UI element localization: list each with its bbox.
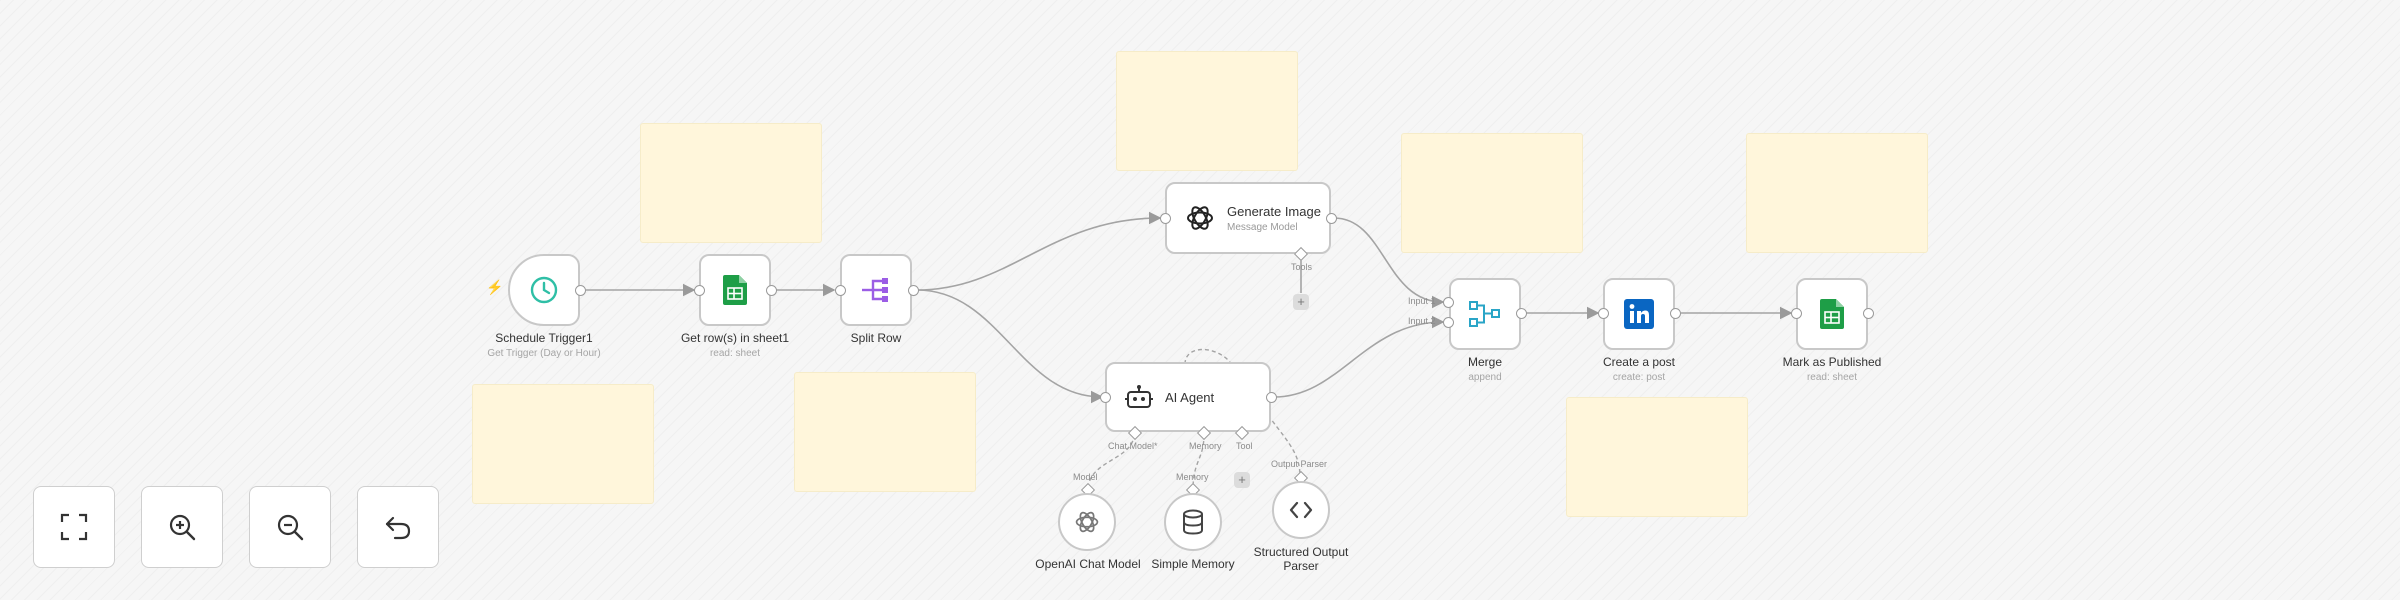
node-simple-memory[interactable]: [1164, 493, 1222, 551]
node-openai-chat-model[interactable]: [1058, 493, 1116, 551]
node-generate-image[interactable]: Generate Image Message Model: [1165, 182, 1331, 254]
node-create-post[interactable]: [1603, 278, 1675, 350]
zoom-in-button[interactable]: [141, 486, 223, 568]
node-label: Mark as Published read: sheet: [1782, 355, 1882, 383]
output-port[interactable]: [575, 285, 586, 296]
fullscreen-icon: [60, 513, 88, 541]
sticky-note[interactable]: [1746, 133, 1928, 253]
node-label: Schedule Trigger1 Get Trigger (Day or Ho…: [487, 331, 601, 359]
database-icon: [1183, 509, 1203, 535]
node-schedule-trigger[interactable]: [508, 254, 580, 326]
zoom-out-button[interactable]: [249, 486, 331, 568]
node-label: Get row(s) in sheet1 read: sheet: [680, 331, 790, 359]
port-label: Tool: [1236, 441, 1253, 451]
node-label: Simple Memory: [1151, 557, 1235, 571]
clock-icon: [530, 276, 558, 304]
node-label: Split Row: [850, 331, 902, 345]
input-port[interactable]: [1443, 297, 1454, 308]
output-port[interactable]: [1326, 213, 1337, 224]
port-label: Tools: [1291, 262, 1313, 272]
output-port[interactable]: [1863, 308, 1874, 319]
sub-connection: [1192, 433, 1205, 491]
sticky-note[interactable]: [472, 384, 654, 504]
sticky-note[interactable]: [794, 372, 976, 492]
openai-icon: [1075, 511, 1099, 533]
add-tool-button[interactable]: +: [1293, 294, 1309, 310]
port-label: Chat Model*: [1108, 441, 1158, 451]
sub-connection: [1259, 403, 1301, 478]
output-port[interactable]: [1516, 308, 1527, 319]
output-port[interactable]: [766, 285, 777, 296]
port-label: Output Parser: [1271, 459, 1328, 469]
node-merge[interactable]: [1449, 278, 1521, 350]
input-port[interactable]: [1443, 317, 1454, 328]
node-label: OpenAI Chat Model: [1035, 557, 1141, 571]
output-port[interactable]: [1266, 392, 1277, 403]
openai-icon: [1187, 206, 1213, 230]
google-sheets-icon: [1820, 299, 1844, 329]
input-port[interactable]: [1791, 308, 1802, 319]
input-port[interactable]: [1160, 213, 1171, 224]
sticky-note[interactable]: [640, 123, 822, 243]
node-title: Generate Image: [1227, 203, 1321, 219]
zoom-out-icon: [277, 514, 304, 541]
input-port[interactable]: [835, 285, 846, 296]
node-structured-output-parser[interactable]: [1272, 481, 1330, 539]
trigger-bolt-icon: ⚡: [486, 279, 504, 295]
node-label: Create a post create: post: [1602, 355, 1676, 383]
node-subtitle: Message Model: [1227, 221, 1298, 233]
google-sheets-icon: [723, 275, 747, 305]
sticky-note[interactable]: [1401, 133, 1583, 253]
input-port[interactable]: [1100, 392, 1111, 403]
code-brackets-icon: [1289, 501, 1313, 519]
zoom-in-icon: [169, 514, 196, 541]
robot-icon: [1125, 385, 1153, 408]
port-label: Input 1: [1408, 296, 1436, 306]
connection: [1273, 315, 1445, 398]
input-port[interactable]: [1598, 308, 1609, 319]
fit-view-button[interactable]: [33, 486, 115, 568]
output-port[interactable]: [908, 285, 919, 296]
connection: [916, 289, 1104, 404]
sub-connection: [1087, 433, 1135, 491]
node-label: Merge append: [1467, 355, 1502, 383]
split-out-icon: [862, 278, 888, 302]
port-label: Model: [1073, 472, 1098, 482]
node-get-rows[interactable]: [699, 254, 771, 326]
node-title: AI Agent: [1165, 389, 1215, 405]
input-port[interactable]: [694, 285, 705, 296]
node-mark-published[interactable]: [1796, 278, 1868, 350]
node-split-row[interactable]: [840, 254, 912, 326]
merge-icon: [1469, 301, 1500, 327]
undo-button[interactable]: [357, 486, 439, 568]
add-tool-button[interactable]: +: [1234, 472, 1250, 488]
connection: [916, 211, 1162, 291]
sticky-note[interactable]: [1116, 51, 1298, 171]
sub-connection: [1184, 348, 1231, 365]
node-label: Structured Output Parser: [1253, 545, 1349, 573]
node-ai-agent[interactable]: AI Agent: [1105, 362, 1271, 432]
sticky-note[interactable]: [1566, 397, 1748, 517]
undo-icon: [385, 516, 411, 540]
connection: [1333, 217, 1445, 309]
port-label: Memory: [1176, 472, 1209, 482]
port-label: Input 2: [1408, 316, 1436, 326]
linkedin-icon: [1624, 299, 1654, 329]
port-label: Memory: [1189, 441, 1222, 451]
output-port[interactable]: [1670, 308, 1681, 319]
